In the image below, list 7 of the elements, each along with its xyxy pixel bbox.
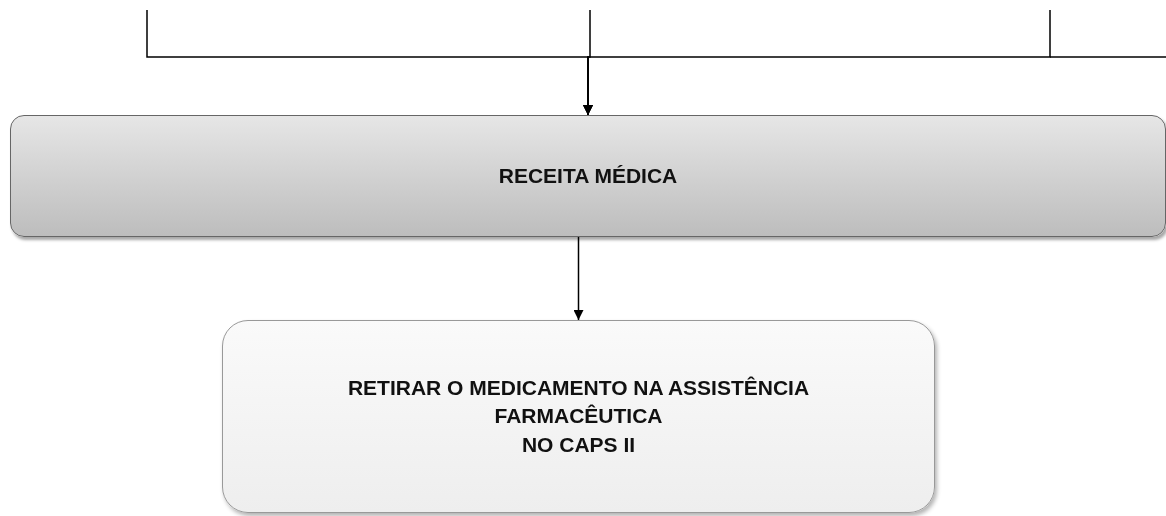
process-box	[222, 320, 935, 513]
process-box	[10, 115, 1166, 237]
box-label: RECEITA MÉDICA	[498, 162, 678, 189]
box-label: RETIRAR O MEDICAMENTO NA ASSISTÊNCIA FARMACÊUTICA	[346, 375, 811, 430]
box-label: NO CAPS II	[521, 431, 636, 458]
arrow	[583, 9, 1051, 116]
arrow	[573, 236, 584, 321]
